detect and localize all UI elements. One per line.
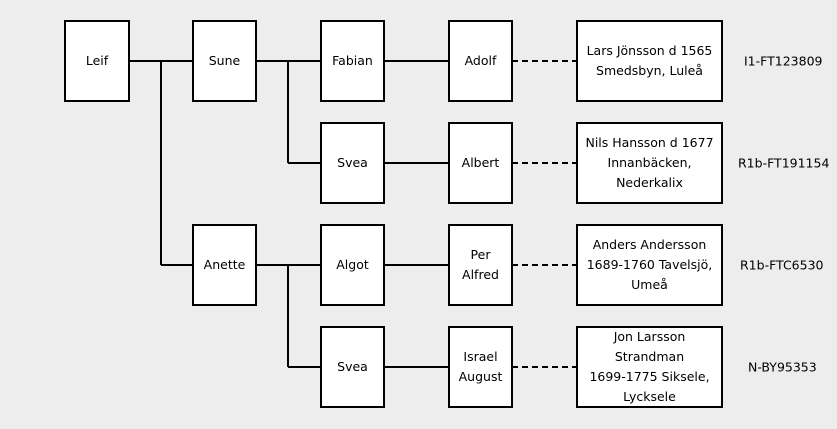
person-box-parent: Anette bbox=[192, 224, 257, 306]
person-box-great-grandparent: Adolf bbox=[448, 20, 513, 102]
person-box-great-grandparent: Per Alfred bbox=[448, 224, 513, 306]
haplogroup-label: R1b-FT191154 bbox=[738, 155, 830, 171]
ancestor-box: Nils Hansson d 1677 Innanbäcken, Nederka… bbox=[576, 122, 723, 204]
person-box-grandparent: Svea bbox=[320, 122, 385, 204]
person-box-grandparent: Svea bbox=[320, 326, 385, 408]
person-box-great-grandparent: Albert bbox=[448, 122, 513, 204]
person-box-root: Leif bbox=[64, 20, 130, 102]
haplogroup-label: N-BY95353 bbox=[748, 359, 817, 375]
person-box-parent: Sune bbox=[192, 20, 257, 102]
person-box-great-grandparent: Israel August bbox=[448, 326, 513, 408]
haplogroup-label: I1-FT123809 bbox=[744, 53, 823, 69]
ancestor-box: Jon Larsson Strandman 1699-1775 Siksele,… bbox=[576, 326, 723, 408]
ancestor-box: Anders Andersson 1689-1760 Tavelsjö, Ume… bbox=[576, 224, 723, 306]
person-box-grandparent: Algot bbox=[320, 224, 385, 306]
ancestor-box: Lars Jönsson d 1565 Smedsbyn, Luleå bbox=[576, 20, 723, 102]
haplogroup-label: R1b-FTC6530 bbox=[740, 257, 824, 273]
person-box-grandparent: Fabian bbox=[320, 20, 385, 102]
